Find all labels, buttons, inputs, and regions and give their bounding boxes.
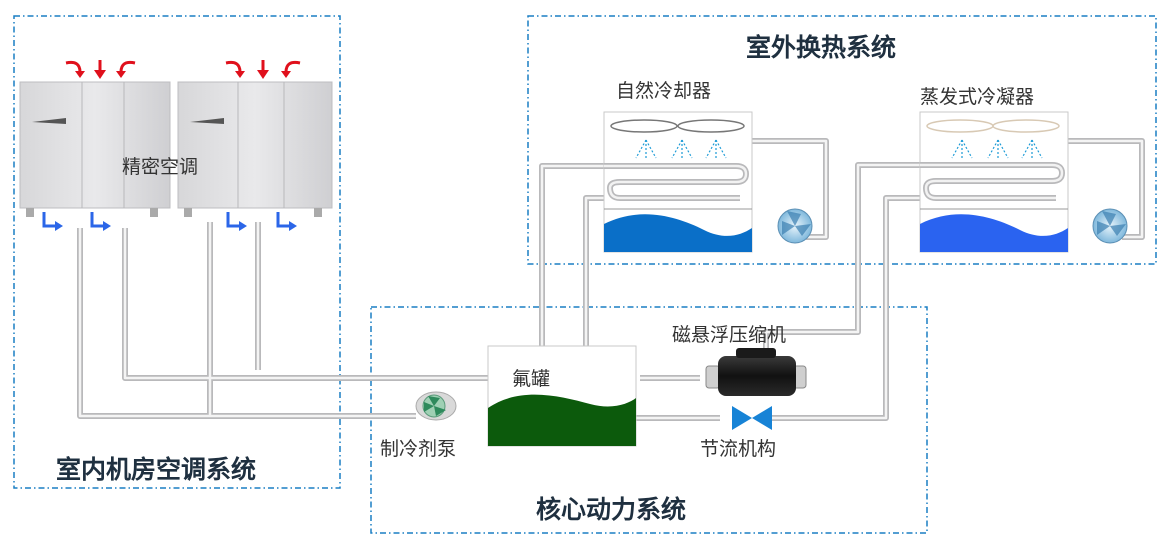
pump-label: 制冷剂泵 [380, 438, 457, 460]
compressor-label: 磁悬浮压缩机 [672, 324, 787, 346]
natural-cooler-label: 自然冷却器 [616, 80, 712, 102]
precision-ac-unit-2 [177, 81, 333, 217]
core-system-title: 核心动力系统 [536, 495, 687, 524]
condenser-fan [1092, 208, 1128, 244]
maglev-compressor [705, 348, 807, 396]
throttle-valve [732, 406, 772, 430]
outdoor-system-frame [527, 15, 1157, 265]
tank-label: 氟罐 [512, 368, 551, 390]
precision-ac-unit-1 [19, 81, 171, 217]
precision-ac-label: 精密空调 [122, 156, 199, 178]
indoor-system-frame [13, 15, 341, 489]
cold-air-arrows [42, 212, 297, 231]
fluorine-tank [487, 345, 637, 447]
outdoor-system-title: 室外换热系统 [746, 33, 897, 62]
throttle-label: 节流机构 [700, 438, 777, 460]
natural-cooler [603, 111, 753, 253]
evaporative-condenser [919, 111, 1069, 253]
refrigerant-pump [415, 391, 457, 421]
natural-cooler-fan [777, 208, 813, 244]
evaporative-condenser-label: 蒸发式冷凝器 [920, 86, 1035, 108]
hot-air-arrows [65, 60, 301, 79]
indoor-system-title: 室内机房空调系统 [56, 455, 257, 484]
